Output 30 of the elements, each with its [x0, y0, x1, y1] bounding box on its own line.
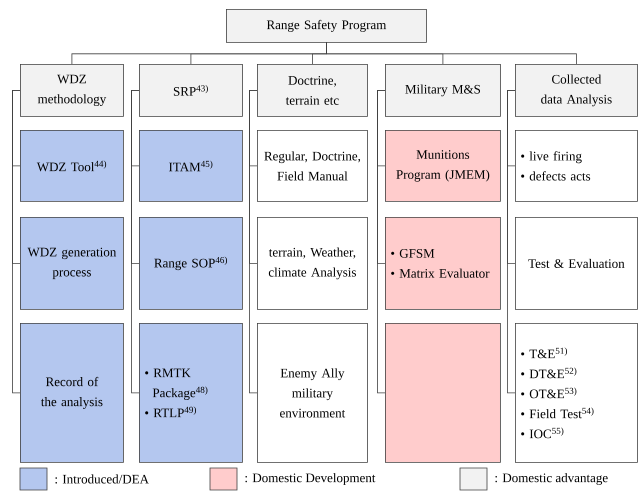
connector-line	[131, 90, 140, 394]
item-box: WDZ Tool$^{44)}$	[20, 130, 124, 202]
item-box: terrain, Weather, climate Analysis	[257, 217, 368, 310]
category-box: WDZ methodology	[20, 64, 124, 117]
item-box: Record of the analysis	[20, 323, 124, 463]
category-box: SRP$^{43)}$	[139, 64, 243, 117]
legend-text: : Domestic advantage	[495, 473, 608, 485]
connector-line	[507, 90, 516, 394]
item-box: • GFSM • Matrix Evaluator	[385, 217, 501, 310]
item-box: Enemy Ally military environment	[257, 323, 368, 463]
connector-line	[249, 90, 258, 394]
connector-line	[326, 42, 577, 64]
item-box: Munitions Program (JMEM)	[385, 130, 501, 202]
title-box: Range Safety Program	[226, 9, 427, 43]
legend-text: : Introduced/DEA	[55, 474, 149, 484]
item-box: WDZ generation process	[20, 217, 124, 310]
item-box: Test & Evaluation	[515, 217, 638, 310]
empty-box	[385, 323, 501, 463]
item-box: • T&E$^{51)}$ • DT&E$^{52)}$ • OT&E$^{53)}$ • Field Test$^{54)}$ • IOC$^{55)}$	[515, 323, 638, 463]
item-box: Range SOP$^{46)}$	[139, 217, 243, 310]
legend-text: : Domestic Development	[245, 473, 376, 485]
category-box: Military M&S	[385, 64, 501, 117]
connector-line	[377, 90, 386, 394]
category-box: Doctrine, terrain etc	[257, 64, 368, 117]
item-box: ITAM$^{45)}$	[139, 130, 243, 202]
item-box: Regular, Doctrine, Field Manual	[257, 130, 368, 202]
item-box: • RMTK Package$^{48)}$ • RTLP$^{49)}$	[139, 323, 243, 463]
connector-line	[12, 90, 20, 394]
category-box: Collected data Analysis	[515, 64, 638, 117]
item-box: • live firing • defects acts	[515, 130, 638, 202]
